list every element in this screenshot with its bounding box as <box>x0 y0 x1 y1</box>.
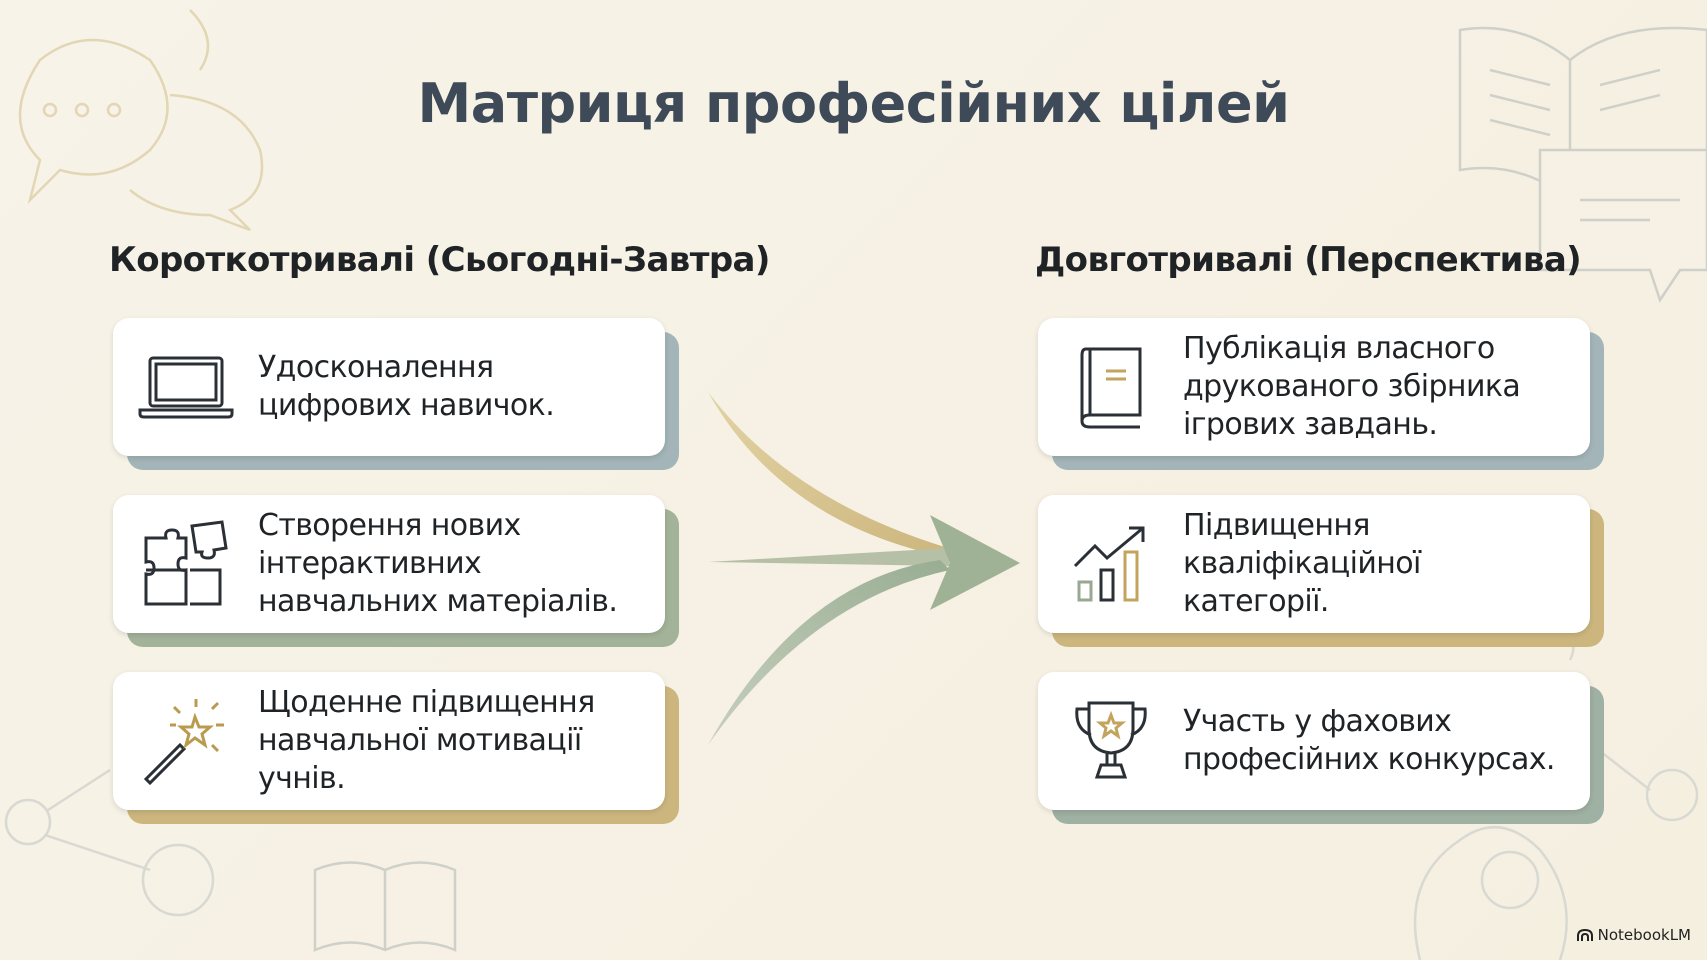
goal-card-motivation: Щоденне підвищення навчальної мотивації … <box>113 672 679 824</box>
long-term-heading: Довготривалі (Перспектива) <box>1035 240 1582 280</box>
goal-card-digital-skills: Удосконалення цифрових навичок. <box>113 318 679 470</box>
speech-bubbles-icon <box>18 9 264 232</box>
magic-wand-icon <box>113 695 258 787</box>
notebooklm-logo-icon <box>1576 929 1593 941</box>
puzzle-icon <box>113 518 258 610</box>
notebooklm-watermark: NotebookLM <box>1576 926 1691 944</box>
growth-chart-icon <box>1038 522 1183 606</box>
page-title: Матриця професійних цілей <box>417 72 1290 135</box>
laptop-icon <box>113 354 258 420</box>
goal-card-qualification: Підвищення кваліфікаційної категорії. <box>1038 495 1604 647</box>
watermark-text: NotebookLM <box>1597 926 1691 944</box>
goal-text: Публікація власного друкованого збірника… <box>1183 331 1521 442</box>
goal-card-contests: Участь у фахових професійних конкурсах. <box>1038 672 1604 824</box>
book-icon <box>1038 345 1183 429</box>
open-book-icon <box>1458 26 1707 303</box>
goal-text: Підвищення кваліфікаційної категорії. <box>1183 508 1421 619</box>
trophy-icon <box>1038 699 1183 783</box>
goal-text: Удосконалення цифрових навичок. <box>258 350 555 423</box>
goal-card-publication: Публікація власного друкованого збірника… <box>1038 318 1604 470</box>
short-term-heading: Короткотривалі (Сьогодні-Завтра) <box>109 240 770 280</box>
converging-arrow <box>708 392 1020 745</box>
goal-text: Участь у фахових професійних конкурсах. <box>1183 704 1555 777</box>
goal-card-interactive-materials: Створення нових інтерактивних навчальних… <box>113 495 679 647</box>
goal-text: Щоденне підвищення навчальної мотивації … <box>258 685 595 796</box>
bottom-book-icon <box>313 861 457 952</box>
goal-text: Створення нових інтерактивних навчальних… <box>258 508 618 619</box>
